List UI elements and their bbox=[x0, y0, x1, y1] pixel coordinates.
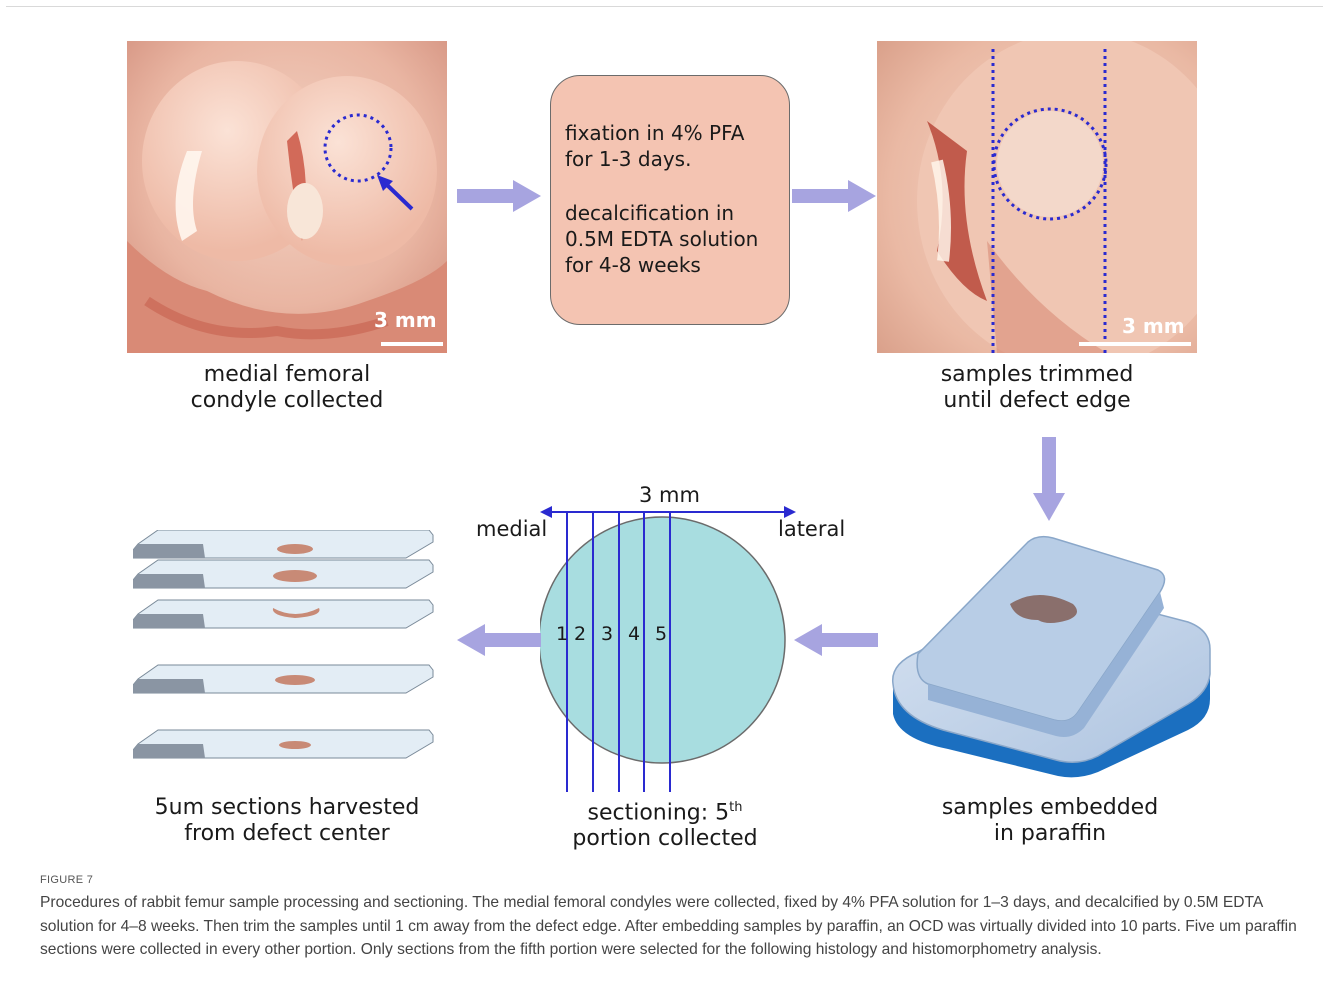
portion-number: 1 bbox=[556, 623, 568, 645]
portion-number: 2 bbox=[574, 623, 586, 645]
right-arrow-2 bbox=[792, 180, 876, 212]
glass-slide bbox=[133, 665, 433, 693]
left-arrow-2 bbox=[457, 624, 541, 656]
condyle-photo: 3 mm bbox=[127, 41, 447, 353]
condyle-caption: medial femoral condyle collected bbox=[127, 362, 447, 414]
embedded-caption: samples embedded in paraffin bbox=[890, 795, 1210, 847]
glass-slide bbox=[133, 730, 433, 758]
figure-caption: Procedures of rabbit femur sample proces… bbox=[40, 891, 1305, 962]
glass-slide bbox=[133, 600, 433, 628]
right-arrow-1 bbox=[457, 180, 541, 212]
slides-illustration bbox=[133, 530, 438, 770]
sectioning-caption: sectioning: 5th portion collected bbox=[515, 795, 815, 852]
width-label: 3 mm bbox=[639, 483, 700, 507]
fixation-decalcification-box: fixation in 4% PFA for 1-3 days. decalci… bbox=[550, 75, 790, 325]
paraffin-block-illustration bbox=[888, 534, 1213, 780]
scale-bar-label: 3 mm bbox=[1122, 314, 1185, 338]
left-arrow-1 bbox=[794, 624, 878, 656]
medial-label: medial bbox=[476, 517, 547, 541]
slides-caption: 5um sections harvested from defect cente… bbox=[127, 795, 447, 847]
sectioning-diagram bbox=[540, 500, 805, 800]
trimmed-caption: samples trimmed until defect edge bbox=[877, 362, 1197, 414]
down-arrow bbox=[1033, 437, 1065, 521]
figure-label: FIGURE 7 bbox=[40, 874, 93, 886]
glass-slide bbox=[133, 560, 433, 588]
portion-number: 4 bbox=[628, 623, 640, 645]
portion-number: 5 bbox=[655, 623, 667, 645]
trimmed-sample-photo: 3 mm bbox=[877, 41, 1197, 353]
glass-slide bbox=[133, 530, 433, 558]
portion-number: 3 bbox=[601, 623, 613, 645]
lateral-label: lateral bbox=[778, 517, 845, 541]
scale-bar-label: 3 mm bbox=[374, 308, 437, 332]
